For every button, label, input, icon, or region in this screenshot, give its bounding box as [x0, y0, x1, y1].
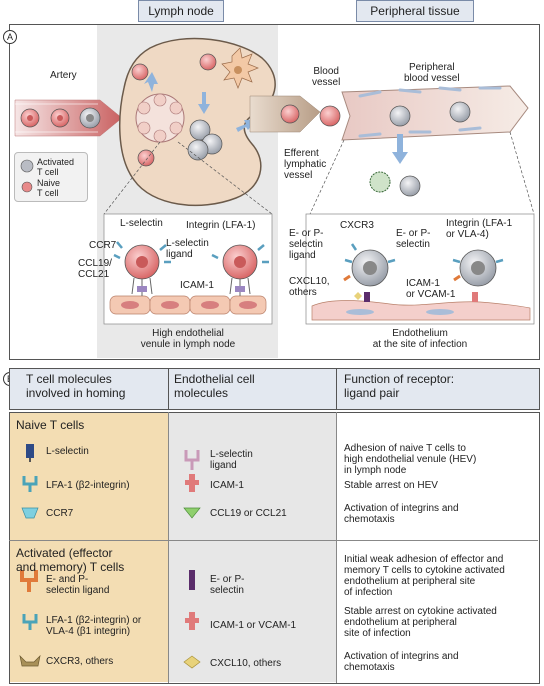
label-artery: Artery: [50, 70, 77, 81]
cxcl10-icon: [183, 655, 201, 669]
naive-f-3: Activation of integrins and chemotaxis: [344, 503, 459, 525]
legend-naive-icon: [21, 181, 33, 193]
label-l-selectin: L-selectin: [120, 218, 163, 229]
activated-f-1: Initial weak adhesion of effector and me…: [344, 554, 505, 598]
label-ccl19-ccl21: CCL19/ CCL21: [78, 258, 112, 280]
icam1-vcam1-icon: [185, 612, 199, 630]
legend-activated-icon: [20, 159, 34, 173]
panel-a-marker: A: [3, 30, 17, 44]
infection-activated-cells: [343, 243, 504, 302]
label-e-p-selectin: E- or P- selectin: [396, 228, 431, 250]
section-divider: [9, 540, 538, 541]
infection-site-cells: [369, 171, 421, 197]
label-integrin-lfa1-vla4: Integrin (LFA-1 or VLA-4): [446, 218, 513, 240]
col1-header: T cell molecules involved in homing: [26, 372, 126, 400]
naive-t-3: CCR7: [46, 508, 74, 519]
label-ccr7: CCR7: [89, 240, 117, 251]
infection-endothelium: [311, 300, 531, 321]
endothelium-caption: Endothelium at the site of infection: [372, 328, 468, 350]
lymph-node-cells: [131, 47, 259, 167]
naive-t-2: LFA-1 (β2-integrin): [46, 480, 130, 491]
naive-title: Naive T cells: [16, 418, 85, 432]
lfa1-icon: [22, 476, 38, 492]
naive-t-1: L-selectin: [46, 446, 89, 457]
e-p-selectin-ligand-icon: [20, 570, 38, 592]
activated-e-1: E- or P- selectin: [210, 574, 245, 596]
activated-e-2: ICAM-1 or VCAM-1: [210, 620, 297, 631]
naive-f-1: Adhesion of naive T cells to high endoth…: [344, 443, 477, 476]
ccr7-icon: [21, 507, 39, 519]
activated-title: Activated (effector and memory) T cells: [16, 546, 125, 574]
hev-naive-cells: [113, 241, 269, 296]
hev-caption: High endothelial venule in lymph node: [140, 328, 236, 350]
label-integrin-lfa1: Integrin (LFA-1): [186, 220, 256, 231]
naive-e-1: L-selectin ligand: [210, 449, 253, 471]
label-cxcr3: CXCR3: [340, 220, 374, 231]
col2-header: Endothelial cell molecules: [174, 372, 255, 400]
panel-b-body: [9, 412, 540, 684]
label-e-p-selectin-ligand: E- or P- selectin ligand: [289, 228, 324, 261]
activated-e-3: CXCL10, others: [210, 658, 282, 669]
body-divider-1: [168, 412, 169, 683]
extravasation-arrow: [392, 134, 408, 164]
label-efferent-vessel: Efferent lymphatic vessel: [284, 148, 327, 181]
panel-b-header-row: [9, 368, 540, 410]
ccl19-ccl21-icon: [183, 507, 201, 519]
header-divider-1: [168, 368, 169, 410]
legend: Activated T cell Naive T cell: [14, 152, 88, 202]
activated-f-3: Activation of integrins and chemotaxis: [344, 651, 459, 673]
panel-a: [9, 24, 540, 360]
label-peripheral-blood-vessel: Peripheral blood vessel: [404, 62, 460, 84]
legend-naive-label: Naive T cell: [37, 178, 61, 198]
hev-endothelium: [109, 295, 267, 315]
l-selectin-icon: [26, 444, 34, 462]
legend-activated-label: Activated T cell: [37, 157, 75, 177]
l-selectin-ligand-icon: [184, 450, 200, 470]
naive-e-3: CCL19 or CCL21: [210, 508, 287, 519]
lfa1-vla4-icon: [22, 614, 38, 630]
icam1-icon: [185, 474, 199, 492]
naive-f-2: Stable arrest on HEV: [344, 480, 438, 491]
cxcr3-icon: [19, 654, 41, 667]
artery-cells: [20, 107, 101, 129]
body-divider-2: [336, 412, 337, 683]
header-divider-2: [336, 368, 337, 410]
label-blood-vessel: Blood vessel: [312, 66, 341, 88]
activated-t-2: LFA-1 (β2-integrin) or VLA-4 (β1 integri…: [46, 615, 142, 637]
blood-vessel-cell: [319, 105, 341, 127]
activated-t-1: E- and P- selectin ligand: [46, 574, 110, 596]
peripheral-tissue-header: Peripheral tissue: [356, 0, 474, 22]
activated-t-3: CXCR3, others: [46, 656, 114, 667]
lymph-node-header: Lymph node: [138, 0, 224, 22]
label-cxcl10-others: CXCL10, others: [289, 276, 330, 298]
activated-f-2: Stable arrest on cytokine activated endo…: [344, 606, 497, 639]
col3-header: Function of receptor: ligand pair: [344, 372, 455, 400]
panel-a-drawing: [14, 37, 535, 325]
zoom-lines: [103, 131, 535, 215]
label-icam1-vcam1: ICAM-1 or VCAM-1: [406, 278, 456, 300]
t-cell-column: [10, 413, 168, 682]
label-icam1: ICAM-1: [180, 280, 214, 291]
hev-cross-section: [135, 93, 185, 143]
label-l-selectin-ligand: L-selectin ligand: [166, 238, 209, 260]
naive-e-2: ICAM-1: [210, 480, 244, 491]
e-p-selectin-icon: [189, 570, 195, 590]
